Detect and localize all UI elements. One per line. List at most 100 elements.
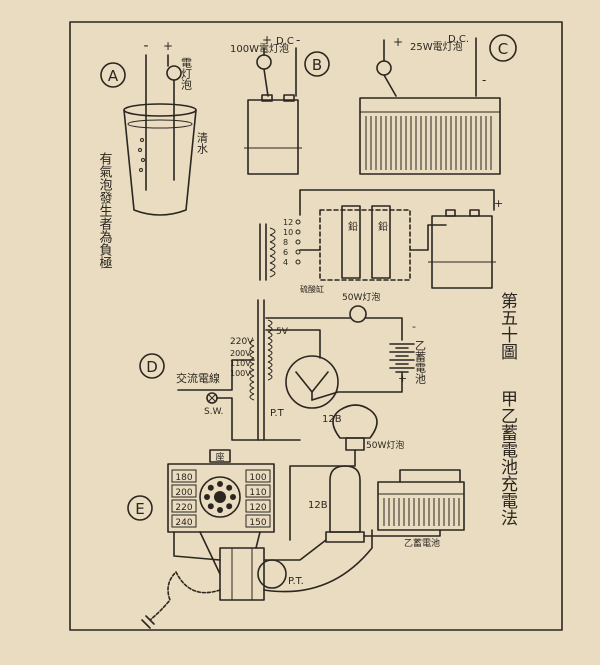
panel-a-badge bbox=[100, 62, 126, 88]
panel-e-knob-label: 座 bbox=[215, 451, 224, 463]
tap-terminal bbox=[295, 229, 301, 235]
panel-e-knob-pins bbox=[204, 481, 236, 513]
coil-turn bbox=[249, 357, 255, 365]
panel-d-lower-coil bbox=[249, 319, 273, 401]
knob-pin bbox=[204, 494, 210, 500]
terminal-label: 180 bbox=[175, 473, 192, 483]
terminal-box bbox=[171, 499, 197, 513]
panel-a-positive-wire bbox=[167, 54, 175, 181]
coil-turn bbox=[269, 248, 276, 257]
panel-d-letter: D bbox=[146, 358, 158, 376]
coil-turn bbox=[267, 319, 273, 327]
panel-b-battery bbox=[247, 99, 299, 175]
panel-d-volt-200: 200V bbox=[230, 349, 251, 358]
panel-c-dc-label: D.C. bbox=[448, 34, 469, 45]
panel-d-volt-5: 5V bbox=[276, 327, 289, 337]
panel-b: B 100W電灯泡 D.C + - bbox=[230, 33, 330, 175]
panel-d-lamp-wire bbox=[265, 317, 403, 341]
panel-e-lamp-label: 50W灯泡 bbox=[366, 439, 404, 451]
coil-turn bbox=[267, 355, 273, 363]
figure-border bbox=[69, 21, 563, 631]
terminal-box bbox=[171, 484, 197, 498]
coil-turn bbox=[249, 375, 255, 383]
coil-turn bbox=[269, 241, 276, 250]
tap-terminal bbox=[295, 259, 301, 265]
coil-turn bbox=[269, 262, 276, 271]
coil-turn bbox=[267, 373, 273, 381]
knob-pin bbox=[230, 494, 236, 500]
panel-e-plug-icon bbox=[141, 615, 155, 629]
figure-caption: 第五十圖 甲乙蓄電池充電法 bbox=[497, 292, 518, 526]
figure-title: 甲乙蓄電池充電法 bbox=[497, 390, 518, 526]
knob-pin bbox=[217, 481, 223, 487]
panel-b-lamp-icon bbox=[256, 54, 272, 70]
coil-turn bbox=[269, 227, 276, 236]
panel-a: A - + 電灯泡 清水 有氣泡發生者為負極 bbox=[97, 38, 209, 269]
tap-label: 4 bbox=[283, 258, 288, 267]
panel-b-plus: + bbox=[262, 33, 272, 47]
panel-e-knob-tab bbox=[209, 449, 231, 463]
panel-d-badge bbox=[139, 353, 165, 379]
panel-c-lamp-label: 25W電灯泡 bbox=[410, 40, 463, 53]
panel-d-wire-mid bbox=[299, 224, 447, 251]
coil-turn bbox=[249, 393, 255, 401]
coil-turn bbox=[269, 234, 276, 243]
panel-d-battery-label: 乙蓄電池 bbox=[414, 340, 427, 384]
panel-d-wire-top bbox=[299, 189, 495, 216]
panel-a-beaker bbox=[123, 109, 197, 216]
panel-a-beaker-rim bbox=[123, 103, 197, 117]
panel-b-badge bbox=[304, 51, 330, 77]
panel-d-battery-plus: + bbox=[494, 197, 503, 210]
panel-a-letter: A bbox=[108, 67, 119, 85]
panel-a-plus: + bbox=[163, 39, 173, 53]
tap-terminal bbox=[295, 239, 301, 245]
panel-d-pt-label: P.T bbox=[270, 408, 285, 419]
terminal-label: 200 bbox=[175, 488, 192, 498]
panel-d-volt-110: 110V bbox=[230, 359, 251, 368]
panel-d-plate-left-label: 鉛 bbox=[346, 220, 358, 232]
tap-label: 8 bbox=[283, 238, 288, 247]
panel-a-bubbles bbox=[138, 138, 145, 172]
panel-c: C 25W電灯泡 D.C. + - bbox=[359, 34, 517, 175]
panel-b-lamp-label: 100W電灯泡 bbox=[230, 42, 289, 55]
knob-pin bbox=[207, 503, 214, 510]
coil-turn bbox=[267, 349, 273, 357]
panel-e-power-cord bbox=[149, 571, 221, 621]
panel-e-selector-knob bbox=[199, 476, 241, 518]
panel-d-acid-label: 硫酸缸 bbox=[300, 284, 324, 294]
panel-e-badge bbox=[127, 495, 153, 521]
coil-turn bbox=[249, 387, 255, 395]
coil-turn bbox=[249, 369, 255, 377]
panel-e-letter: E bbox=[135, 500, 144, 518]
panel-e-battery bbox=[377, 481, 465, 531]
panel-c-lamp-icon bbox=[376, 60, 392, 76]
terminal-box bbox=[245, 514, 271, 528]
panel-d-switch-label: S.W. bbox=[204, 407, 223, 417]
panel-e-wires bbox=[173, 529, 373, 593]
terminal-label: 110 bbox=[249, 488, 266, 498]
panel-e-battery-ribs bbox=[383, 498, 460, 526]
panel-d-acid-tank bbox=[319, 209, 411, 281]
coil-turn bbox=[267, 361, 273, 369]
panel-c-wires bbox=[383, 37, 477, 97]
knob-pin bbox=[207, 484, 214, 491]
panel-e-transformer-coil bbox=[257, 559, 287, 589]
panel-e-pt-label: P.T. bbox=[288, 576, 304, 587]
panel-d-ac-wires bbox=[177, 359, 301, 441]
coil-turn bbox=[249, 345, 255, 353]
terminal-label: 150 bbox=[249, 518, 266, 528]
coil-turn bbox=[269, 269, 276, 278]
panel-e-battery-label: 乙蓄電池 bbox=[404, 537, 440, 549]
tap-label: 6 bbox=[283, 248, 288, 257]
panel-a-water-label: 清水 bbox=[196, 132, 209, 154]
panel-d-lower-core bbox=[257, 299, 265, 441]
terminal-box bbox=[171, 469, 197, 483]
panel-d-volt-220: 220V bbox=[230, 337, 254, 347]
coil-turn bbox=[269, 255, 276, 264]
panel-e-terminal-board bbox=[167, 463, 275, 533]
terminal-box bbox=[245, 499, 271, 513]
